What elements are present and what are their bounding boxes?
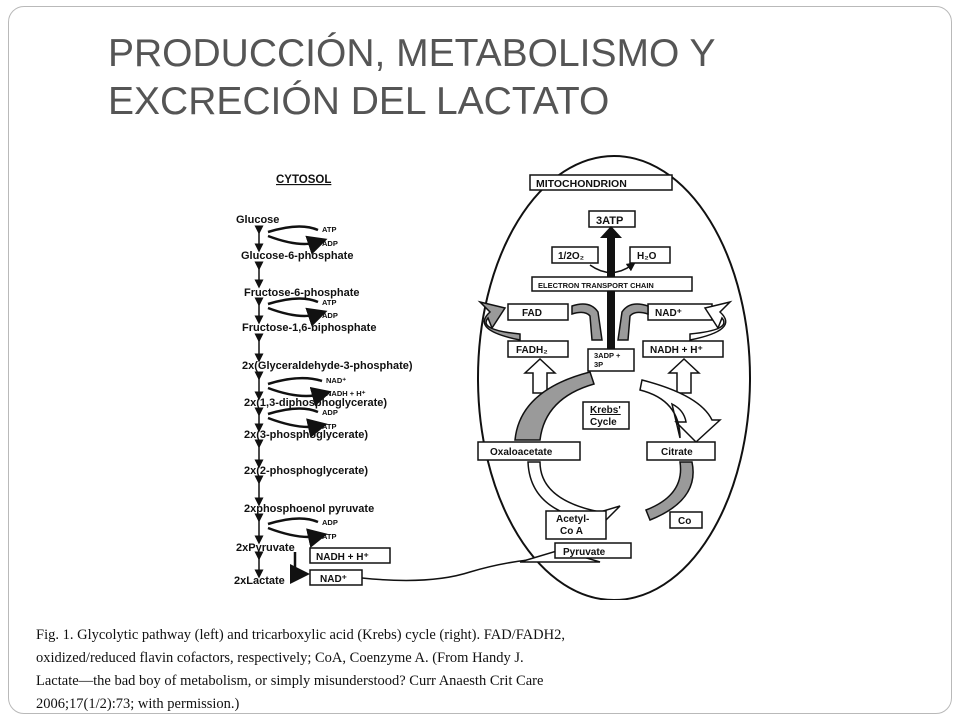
atp3-label: 3ATP <box>596 215 623 227</box>
cofactor-arrow-8 <box>267 416 328 438</box>
krebs-arc-bottom-right <box>645 461 694 521</box>
step-fructose-6-phosphate: Fructose-6-phosphate <box>244 287 360 299</box>
adp-label-1: ADP <box>322 239 338 248</box>
krebs-box <box>582 401 630 430</box>
etc-right-arrow <box>617 303 649 341</box>
step-3-phosphoglycerate: 2x(3-phosphoglycerate) <box>244 429 368 441</box>
nadh-box <box>642 340 724 358</box>
acetyl-coa-label-2: Co A <box>560 526 583 537</box>
fadh2-box <box>507 340 569 358</box>
mito-pyruvate-label: Pyruvate <box>563 547 606 558</box>
cofactor-arrow-3 <box>267 297 319 306</box>
slide-title-line-1: PRODUCCIÓN, METABOLISMO Y <box>108 32 716 75</box>
slide-title-line-2: EXCRECIÓN DEL LACTATO <box>108 80 610 123</box>
cofactor-arrow-6 <box>267 386 332 407</box>
step-fructose-1-6-biphosphate: Fructose-1,6-biphosphate <box>242 322 376 334</box>
krebs-label-1: Krebs' <box>590 405 621 416</box>
step-lactate: 2xLactate <box>234 575 285 587</box>
mitochondrion-label-box <box>529 174 673 191</box>
caption-line-2: oxidized/reduced flavin cofactors, respe… <box>36 650 524 666</box>
etc-label: ELECTRON TRANSPORT CHAIN <box>538 281 654 290</box>
cofactor-arrow-9 <box>267 517 319 526</box>
h2o-label: H₂O <box>637 251 657 262</box>
nadh-label: NADH + H⁺ <box>650 345 703 356</box>
acetyl-coa-box <box>545 510 607 540</box>
mitochondrion-outline <box>477 155 751 600</box>
step-glyceraldehyde-3-phosphate: 2x(Glyceraldehyde-3-phosphate) <box>242 360 413 372</box>
atp-label-4: ATP <box>322 532 336 541</box>
step-pyruvate: 2xPyruvate <box>236 542 295 554</box>
krebs-arc-right <box>639 379 722 444</box>
mitochondrion-label: MITOCHONDRION <box>536 178 627 190</box>
lactate-nad-box <box>309 569 363 586</box>
atp-shaft <box>607 232 615 352</box>
krebs-label-2: Cycle <box>590 417 617 428</box>
cytosol-label: CYTOSOL <box>276 174 331 186</box>
adp-p-box <box>587 348 635 372</box>
cofactor-arrow-5 <box>267 376 323 386</box>
fad-box <box>507 303 569 321</box>
caption-line-4: 2006;17(1/2):73; with permission.) <box>36 696 240 712</box>
lactate-arrow <box>290 552 310 584</box>
slide-title: PRODUCCIÓN, METABOLISMO Y EXCRECIÓN DEL … <box>108 30 908 126</box>
mito-pyruvate-box <box>554 542 632 559</box>
figure-caption: Fig. 1. Glycolytic pathway (left) and tr… <box>36 624 686 716</box>
lactate-nad-label: NAD⁺ <box>320 574 347 585</box>
adp-p-label-1: 3ADP + <box>594 351 621 360</box>
atp-label-1: ATP <box>322 225 336 234</box>
cofactor-arrows <box>267 225 332 548</box>
adp-label-2: ADP <box>322 311 338 320</box>
nadh-up-arrow <box>667 357 701 394</box>
atp-arrowhead <box>600 226 622 238</box>
o2-label: 1/2O₂ <box>558 251 584 262</box>
cofactor-arrow-1 <box>267 225 319 234</box>
adp-label-4: ADP <box>322 518 338 527</box>
nad-plus-label: NAD⁺ <box>655 308 682 319</box>
h2o-box <box>629 246 671 264</box>
lactate-nadh-box <box>309 547 391 564</box>
fadh2-label: FADH₂ <box>516 345 548 356</box>
o2-box <box>551 246 599 264</box>
nad-plus-label-1: NAD⁺ <box>326 376 346 385</box>
citrate-label: Citrate <box>661 447 693 458</box>
step-glucose-6-phosphate: Glucose-6-phosphate <box>241 250 353 262</box>
oxaloacetate-label: Oxaloacetate <box>490 447 553 458</box>
oxaloacetate-box <box>477 441 581 461</box>
acetyl-coa-label-1: Acetyl- <box>556 514 589 525</box>
fad-label: FAD <box>522 308 542 319</box>
fad-cycle-arrow <box>477 300 521 341</box>
step-1-3-diphosphoglycerate: 2x(1,3-diphosphoglycerate) <box>244 397 387 409</box>
cofactor-arrow-7 <box>267 407 319 416</box>
step-phosphoenol-pyruvate: 2xphosphoenol pyruvate <box>244 503 374 515</box>
atp3-box <box>588 210 636 228</box>
lactate-nadh-label: NADH + H⁺ <box>316 552 369 563</box>
slide-frame <box>8 6 952 714</box>
nadh-label-1: NADH + H⁺ <box>326 389 366 398</box>
caption-line-1: Fig. 1. Glycolytic pathway (left) and tr… <box>36 627 565 643</box>
o2-to-h2o-arrow <box>589 262 636 274</box>
krebs-arc-left <box>514 371 595 441</box>
etc-box <box>531 276 693 292</box>
co-label: Co <box>678 516 691 527</box>
citrate-box <box>646 441 716 461</box>
caption-line-3: Lactate—the bad boy of metabolism, or si… <box>36 673 544 689</box>
cofactor-labels: ATP ADP ATP ADP NAD⁺ NADH + H⁺ ADP ATP A… <box>322 225 366 541</box>
atp-label-2: ATP <box>322 298 336 307</box>
adp-label-3: ADP <box>322 408 338 417</box>
metabolism-diagram: CYTOSOL Glucose Glucose-6-phosphate Fruc… <box>234 155 751 600</box>
etc-left-arrow <box>571 303 603 341</box>
step-2-phosphoglycerate: 2x(2-phosphoglycerate) <box>244 465 368 477</box>
step-glucose: Glucose <box>236 214 279 226</box>
co-box <box>669 511 703 529</box>
nad-cycle-arrow <box>689 300 733 341</box>
atp-label-3: ATP <box>322 422 336 431</box>
cofactor-arrow-4 <box>267 306 328 327</box>
adp-p-label-2: 3P <box>594 360 603 369</box>
cofactor-arrow-10 <box>267 526 328 548</box>
cofactor-arrow-2 <box>267 234 328 255</box>
